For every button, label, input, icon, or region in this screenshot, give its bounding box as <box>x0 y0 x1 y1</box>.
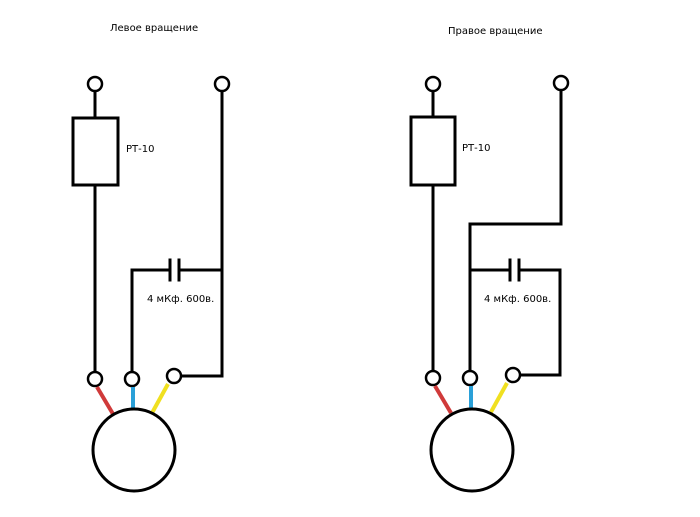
left-lead-red <box>95 385 115 416</box>
left-relay <box>71 116 120 187</box>
left-lead-yellow <box>150 383 170 414</box>
right-motor-terminal-1 <box>424 369 442 387</box>
right-title: Правое вращение <box>448 26 542 37</box>
right-lead-red <box>433 384 453 415</box>
left-title: Левое вращение <box>110 23 198 34</box>
right-relay <box>409 115 457 187</box>
left-relay-label: РТ-10 <box>126 144 154 155</box>
left-motor <box>91 407 177 493</box>
right-terminal-top-2 <box>552 74 570 92</box>
left-capacitor-label: 4 мКф. 600в. <box>147 294 214 305</box>
left-motor-terminal-1 <box>86 370 104 388</box>
right-lead-yellow <box>489 382 509 413</box>
left-rotation-schematic: Левое вращение РТ-10 4 мКф. 600в. <box>71 23 231 493</box>
right-rotation-schematic: Правое вращение РТ-10 4 мКф. 600в. <box>409 26 570 493</box>
right-motor-terminal-3 <box>504 366 522 384</box>
right-terminal-top-1 <box>424 75 442 93</box>
right-motor <box>429 407 515 493</box>
right-capacitor-label: 4 мКф. 600в. <box>484 294 551 305</box>
left-terminal-top-2 <box>213 75 231 93</box>
left-motor-terminal-2 <box>123 370 141 388</box>
left-motor-terminal-3 <box>165 367 183 385</box>
right-motor-terminal-2 <box>461 369 479 387</box>
left-terminal-top-1 <box>86 75 104 93</box>
right-relay-label: РТ-10 <box>462 143 490 154</box>
